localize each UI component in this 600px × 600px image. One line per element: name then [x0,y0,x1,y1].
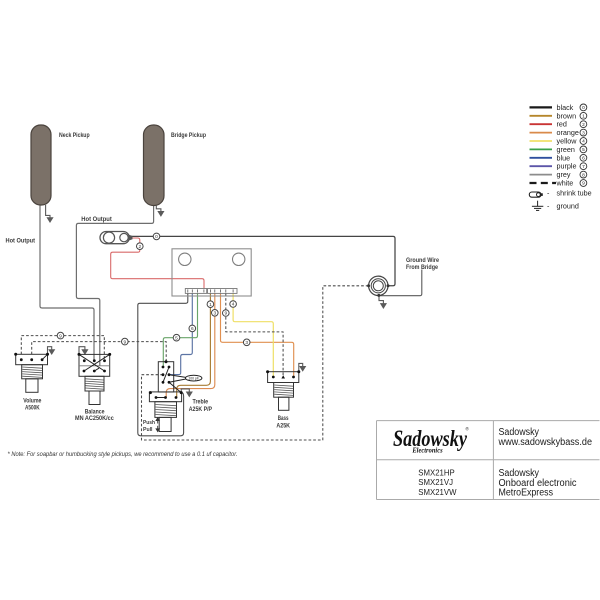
svg-text:2: 2 [582,122,585,128]
svg-text:A25K P/P: A25K P/P [189,406,212,413]
svg-text:Sadowsky: Sadowsky [499,468,540,479]
svg-text:0: 0 [155,234,158,240]
svg-text:SMX21VJ: SMX21VJ [418,478,453,487]
svg-text:brown: brown [557,111,577,120]
svg-text:Balance: Balance [85,408,105,415]
svg-text:Bass: Bass [278,415,289,422]
svg-text:9: 9 [224,311,227,317]
svg-text:4: 4 [582,139,585,145]
svg-text:Sadowsky: Sadowsky [393,426,468,451]
svg-text:MN AC250K/cc: MN AC250K/cc [75,415,114,422]
svg-text:black: black [557,103,574,112]
svg-text:white: white [556,179,574,188]
svg-text:Sadowsky: Sadowsky [499,427,540,438]
svg-text:4: 4 [232,302,235,308]
svg-text:100 pF: 100 pF [188,377,199,381]
svg-text:ground: ground [557,201,579,210]
svg-text:2: 2 [138,244,141,250]
svg-text:9: 9 [123,339,126,345]
svg-text:1: 1 [209,302,212,308]
svg-text:grey: grey [557,170,571,179]
svg-text:A500K: A500K [25,405,40,412]
svg-text:Volume: Volume [23,397,42,404]
svg-text:Onboard electronic: Onboard electronic [499,478,577,489]
svg-text:5: 5 [582,147,585,153]
svg-text:3: 3 [213,311,216,317]
svg-text:orange: orange [557,128,579,137]
svg-text:purple: purple [557,162,577,171]
svg-text:Hot Output: Hot Output [6,238,36,245]
svg-text:yellow: yellow [557,137,578,146]
svg-text:Electronics: Electronics [411,447,442,455]
svg-text:-: - [547,201,550,210]
svg-text:8: 8 [582,172,585,178]
svg-text:Bridge Pickup: Bridge Pickup [171,132,206,139]
svg-text:MetroExpress: MetroExpress [499,488,554,499]
svg-text:Neck Pickup: Neck Pickup [59,132,90,139]
svg-text:3: 3 [245,340,248,346]
svg-text:From Bridge: From Bridge [406,264,438,271]
svg-text:shrink tube: shrink tube [557,189,592,198]
svg-text:Push: Push [143,420,155,426]
svg-text:6: 6 [582,156,585,162]
svg-text:5: 5 [175,335,178,341]
svg-text:Hot Output: Hot Output [81,216,112,223]
svg-text:www.sadowskybass.de: www.sadowskybass.de [498,437,593,448]
svg-text:red: red [557,120,567,129]
svg-text:9: 9 [59,333,62,339]
svg-text:green: green [557,145,575,154]
svg-text:Pull: Pull [143,427,153,433]
svg-text:1: 1 [582,114,585,120]
svg-text:0: 0 [582,105,585,111]
svg-text:Ground Wire: Ground Wire [406,257,439,264]
svg-text:blue: blue [557,153,571,162]
svg-text:®: ® [466,426,470,432]
svg-text:-: - [547,189,550,198]
svg-text:6: 6 [191,326,194,332]
svg-text:A25K: A25K [276,422,290,429]
svg-text:3: 3 [582,130,585,136]
svg-text:SMX21HP: SMX21HP [418,469,454,478]
svg-text:9: 9 [582,181,585,187]
svg-text:7: 7 [582,164,585,170]
svg-text:SMX21VW: SMX21VW [418,488,457,497]
svg-text:* Note: For soapbar or humbuck: * Note: For soapbar or humbucking style … [8,451,238,458]
svg-text:Treble: Treble [193,399,209,406]
